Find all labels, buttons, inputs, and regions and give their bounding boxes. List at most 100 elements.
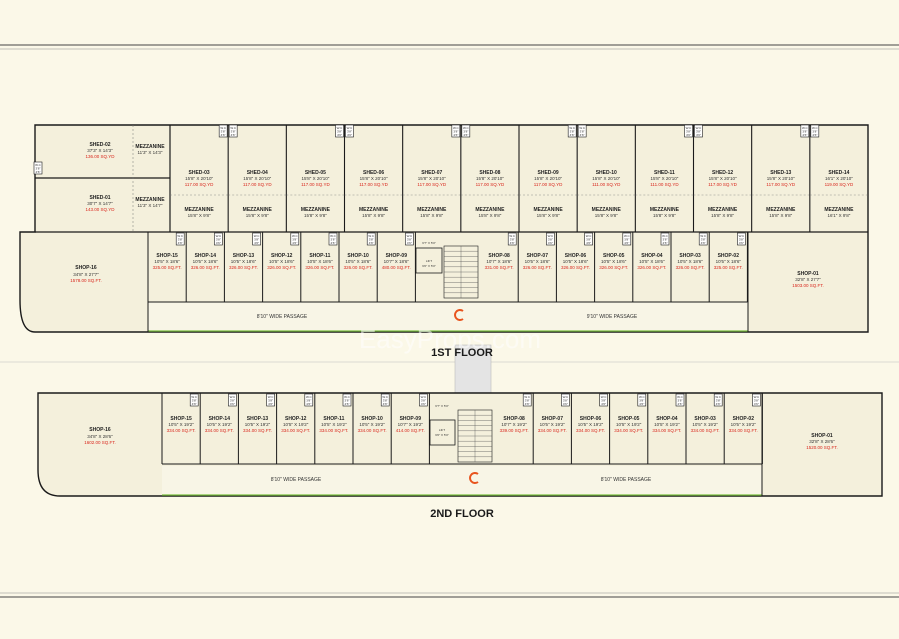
shop-area: 339.00 SQ.FT. <box>500 428 529 433</box>
first-floor-title: 1ST FLOOR <box>431 347 493 359</box>
wc-shop <box>660 232 670 246</box>
wc-shop-w: 3'8" <box>754 399 759 403</box>
wc-shed <box>684 124 693 138</box>
wc-shop-h: 4'6" <box>739 241 744 245</box>
shed-size: 15'8" X 20'10" <box>534 176 562 181</box>
shed-name: SHED-02 <box>89 142 110 148</box>
shop-name: SHOP-13 <box>233 253 255 259</box>
wc-shed-h: 4'6" <box>686 133 691 137</box>
wc-shop-label: W.C <box>677 395 683 399</box>
wc-shop-h: 4'6" <box>292 241 297 245</box>
shop-area: 326.00 SQ.FT. <box>676 265 705 270</box>
wc-shed-label: W.C <box>453 126 459 130</box>
mezz-label: MEZZANINE <box>184 207 214 213</box>
shed-name: SHED-03 <box>189 170 210 176</box>
wc-shed-label: W.C <box>802 126 808 130</box>
shop-name: SHOP-02 <box>733 416 755 422</box>
shop-name: SHOP-09 <box>386 253 408 259</box>
wc-shed-label: W.C <box>230 126 236 130</box>
wc-shed-h: 4'6" <box>580 133 585 137</box>
second-floor-title: 2ND FLOOR <box>430 508 494 520</box>
mezz-size: 15'8" X 9'8" <box>537 213 560 218</box>
shop-name: SHOP-04 <box>656 416 678 422</box>
wc-shop-w: 3'8" <box>548 238 553 242</box>
wc-shop-h: 4'6" <box>701 241 706 245</box>
wc-shop <box>622 232 632 246</box>
wc-shop <box>214 232 223 246</box>
shop-name: SHOP-15 <box>156 253 178 259</box>
mezz-label: MEZZANINE <box>359 207 389 213</box>
wc-shop-label: W.C <box>563 395 569 399</box>
shed-name: SHED-07 <box>421 170 442 176</box>
wc-shop-label: W.C <box>177 234 183 238</box>
shop-area: 325.00 SQ.FT. <box>153 265 182 270</box>
shed-name: SHED-05 <box>305 170 326 176</box>
shed-area: 117.00 SQ.YD <box>243 182 272 187</box>
second-floor-passage <box>162 466 762 495</box>
wc-shed-h: 4'6" <box>231 133 236 137</box>
shop-size: 10'5" X 18'6" <box>193 259 219 264</box>
stairs <box>443 245 479 299</box>
passage-right-label: 9'10" WIDE PASSAGE <box>587 314 638 320</box>
shop-area: 326.00 SQ.FT. <box>561 265 590 270</box>
wc-shop-label: W.C <box>230 395 236 399</box>
shop-name: SHOP-06 <box>565 253 587 259</box>
mezz-label: MEZZANINE <box>243 207 273 213</box>
mezz-size: 15'8" X 9'8" <box>188 213 211 218</box>
mezz-label: MEZZANINE <box>417 207 447 213</box>
wc-shop-label: W.C <box>524 395 530 399</box>
shop-area: 334.00 SQ.FT. <box>358 428 387 433</box>
wc-shop-w: 3'8" <box>216 238 221 242</box>
wc-shop-w: 3'8" <box>601 399 606 403</box>
mezz-size: 15'8" X 9'8" <box>478 213 501 218</box>
shop-size: 10'5" X 18'6" <box>269 259 295 264</box>
wc-shed-label: W.C <box>463 126 469 130</box>
lift-label: LIFT <box>426 259 432 263</box>
shop-size: 10'5" X 19'2" <box>540 422 566 427</box>
shop-name: SHOP-07 <box>527 253 549 259</box>
shop-area: 414.00 SQ.FT. <box>396 428 425 433</box>
mezz-label: MEZZANINE <box>650 207 680 213</box>
shop-size: 10'5" X 19'2" <box>283 422 309 427</box>
wc-shop-h: 4'6" <box>563 402 568 406</box>
wc-shop-w: 3'8" <box>306 399 311 403</box>
shed-area: 136.00 SQ.YD <box>85 154 115 159</box>
shop-area: 334.00 SQ.FT. <box>614 428 643 433</box>
shop-name: SHOP-12 <box>285 416 307 422</box>
wc-shed-label: W.C <box>686 126 692 130</box>
shop-size: 10'5" X 19'2" <box>359 422 385 427</box>
shop-01-area-2: 1520.00 SQ.FT. <box>806 445 838 450</box>
shed-area: 117.00 SQ.YD <box>708 182 737 187</box>
wc-shed-label: W.C <box>812 126 818 130</box>
wc-shop-w: 3'8" <box>407 238 412 242</box>
shop-area: 334.00 SQ.FT. <box>205 428 234 433</box>
wc-shed-h: 4'6" <box>453 133 458 137</box>
wc-shop-label: W.C <box>330 234 336 238</box>
shop-area: 334.00 SQ.FT. <box>281 428 310 433</box>
wc-shop <box>637 393 647 407</box>
shop-name: SHOP-11 <box>309 253 330 259</box>
wc-shop-w: 3'8" <box>586 238 591 242</box>
wc-shop-label: W.C <box>344 395 350 399</box>
shop-01-name-2: SHOP-01 <box>811 433 833 439</box>
shed-area: 119.00 SQ.YD <box>825 182 854 187</box>
shed-area: 117.00 SQ.YD <box>359 182 388 187</box>
wc-shed <box>228 124 238 138</box>
shop-name: SHOP-05 <box>603 253 625 259</box>
wc-shop <box>546 232 555 246</box>
shop-size: 10'5" X 19'2" <box>245 422 271 427</box>
shed-name: SHED-11 <box>654 170 675 176</box>
first-floor-passage <box>148 302 748 331</box>
shop-name: SHOP-07 <box>542 416 564 422</box>
wc-shop <box>366 232 376 246</box>
shop-area: 334.00 SQ.FT. <box>652 428 681 433</box>
wc-shop <box>189 393 199 407</box>
wc-shed <box>461 124 471 138</box>
wc-shop-w: 3'8" <box>421 399 426 403</box>
wc-shop-w: 3'8" <box>716 399 721 403</box>
shop-size: 10'5" X 18'6" <box>307 259 333 264</box>
wc-shop-h: 4'6" <box>421 402 426 406</box>
